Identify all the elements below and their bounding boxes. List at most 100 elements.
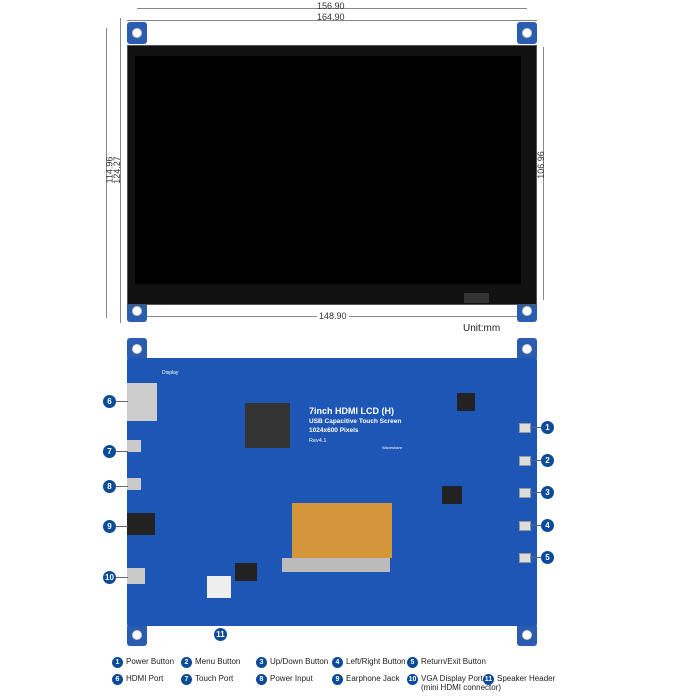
speaker-header[interactable] xyxy=(207,576,231,598)
fpc-ribbon xyxy=(292,503,392,558)
legend-number: 3 xyxy=(256,657,267,668)
legend-number: 8 xyxy=(256,674,267,685)
dim-line xyxy=(120,18,121,323)
legend-number: 5 xyxy=(407,657,418,668)
callout-7: 7 xyxy=(103,445,116,458)
dim-height-display: 106.96 xyxy=(535,151,546,179)
legend-number: 9 xyxy=(332,674,343,685)
mount-hole xyxy=(127,338,147,360)
dim-line xyxy=(137,8,527,9)
callout-line xyxy=(530,492,542,493)
callout-9: 9 xyxy=(103,520,116,533)
display-silk: Display xyxy=(162,370,179,376)
dim-line xyxy=(106,28,107,318)
mount-hole xyxy=(517,300,537,322)
callout-2: 2 xyxy=(541,454,554,467)
legend-number: 7 xyxy=(181,674,192,685)
mount-hole xyxy=(517,22,537,44)
power-input[interactable] xyxy=(127,478,141,490)
callout-line xyxy=(116,486,128,487)
chip xyxy=(442,486,462,504)
unit-label: Unit:mm xyxy=(463,323,501,334)
mount-hole xyxy=(127,300,147,322)
mount-hole xyxy=(127,22,147,44)
callout-5: 5 xyxy=(541,551,554,564)
legend-number: 11 xyxy=(483,674,494,685)
screen xyxy=(135,56,521,284)
legend-label: Up/Down Button xyxy=(270,657,329,666)
main-chip xyxy=(245,403,290,448)
callout-1: 1 xyxy=(541,421,554,434)
board-title: 7inch HDMI LCD (H) xyxy=(309,406,394,416)
legend-number: 2 xyxy=(181,657,192,668)
board-revision: Rev4.1 xyxy=(309,438,327,444)
dim-width-bottom: 148.90 xyxy=(317,311,349,321)
dim-line xyxy=(543,47,544,300)
callout-line xyxy=(116,577,128,578)
hdmi-port[interactable] xyxy=(127,383,157,421)
chip xyxy=(457,393,475,411)
board-subtitle: USB Capacitive Touch Screen xyxy=(309,418,402,425)
legend-label: Return/Exit Button xyxy=(421,657,486,666)
legend-label: HDMI Port xyxy=(126,674,164,683)
mount-hole xyxy=(517,624,537,646)
legend-label: Earphone Jack xyxy=(346,674,400,683)
legend-number: 6 xyxy=(112,674,123,685)
fpc-connector xyxy=(464,293,489,303)
earphone-jack[interactable] xyxy=(127,513,155,535)
legend-number: 10 xyxy=(407,674,418,685)
legend-label: Speaker Header xyxy=(497,674,556,683)
fpc-connector xyxy=(282,558,390,572)
dim-width-inner: 156.90 xyxy=(317,1,345,11)
callout-11: 11 xyxy=(214,628,227,641)
legend-number: 4 xyxy=(332,657,343,668)
callout-line xyxy=(530,427,542,428)
board-resolution: 1024x600 Pixels xyxy=(309,427,359,434)
mount-hole xyxy=(127,624,147,646)
legend-label: Power Button xyxy=(126,657,175,666)
dim-width-outer: 164.90 xyxy=(317,12,345,22)
brand-logo: Waveshare xyxy=(382,445,403,450)
callout-line xyxy=(116,401,128,402)
mount-hole xyxy=(517,338,537,360)
legend-label: VGA Display Port xyxy=(421,674,483,683)
return-exit-button[interactable] xyxy=(519,553,531,563)
callout-8: 8 xyxy=(103,480,116,493)
callout-10: 10 xyxy=(103,571,116,584)
callout-6: 6 xyxy=(103,395,116,408)
display-panel xyxy=(127,45,537,305)
callout-4: 4 xyxy=(541,519,554,532)
callout-line xyxy=(530,557,542,558)
legend-label: Power Input xyxy=(270,674,313,683)
pcb: Display 7inch HDMI LCD (H) USB Capacitiv… xyxy=(127,358,537,626)
callout-line xyxy=(530,525,542,526)
dim-height-outer: 124.27 xyxy=(111,156,122,184)
left-right-button[interactable] xyxy=(519,521,531,531)
callout-line xyxy=(116,526,128,527)
legend-label-sub: (mini HDMI connector) xyxy=(421,683,502,692)
legend-number: 1 xyxy=(112,657,123,668)
up-down-button[interactable] xyxy=(519,488,531,498)
dim-line xyxy=(127,20,537,21)
vga-port[interactable] xyxy=(127,568,145,584)
callout-line xyxy=(116,451,128,452)
legend-label: Menu Button xyxy=(195,657,241,666)
legend-label: Touch Port xyxy=(195,674,234,683)
menu-button[interactable] xyxy=(519,456,531,466)
power-button[interactable] xyxy=(519,423,531,433)
touch-port[interactable] xyxy=(127,440,141,452)
chip xyxy=(235,563,257,581)
callout-line xyxy=(530,460,542,461)
legend-label: Left/Right Button xyxy=(346,657,406,666)
